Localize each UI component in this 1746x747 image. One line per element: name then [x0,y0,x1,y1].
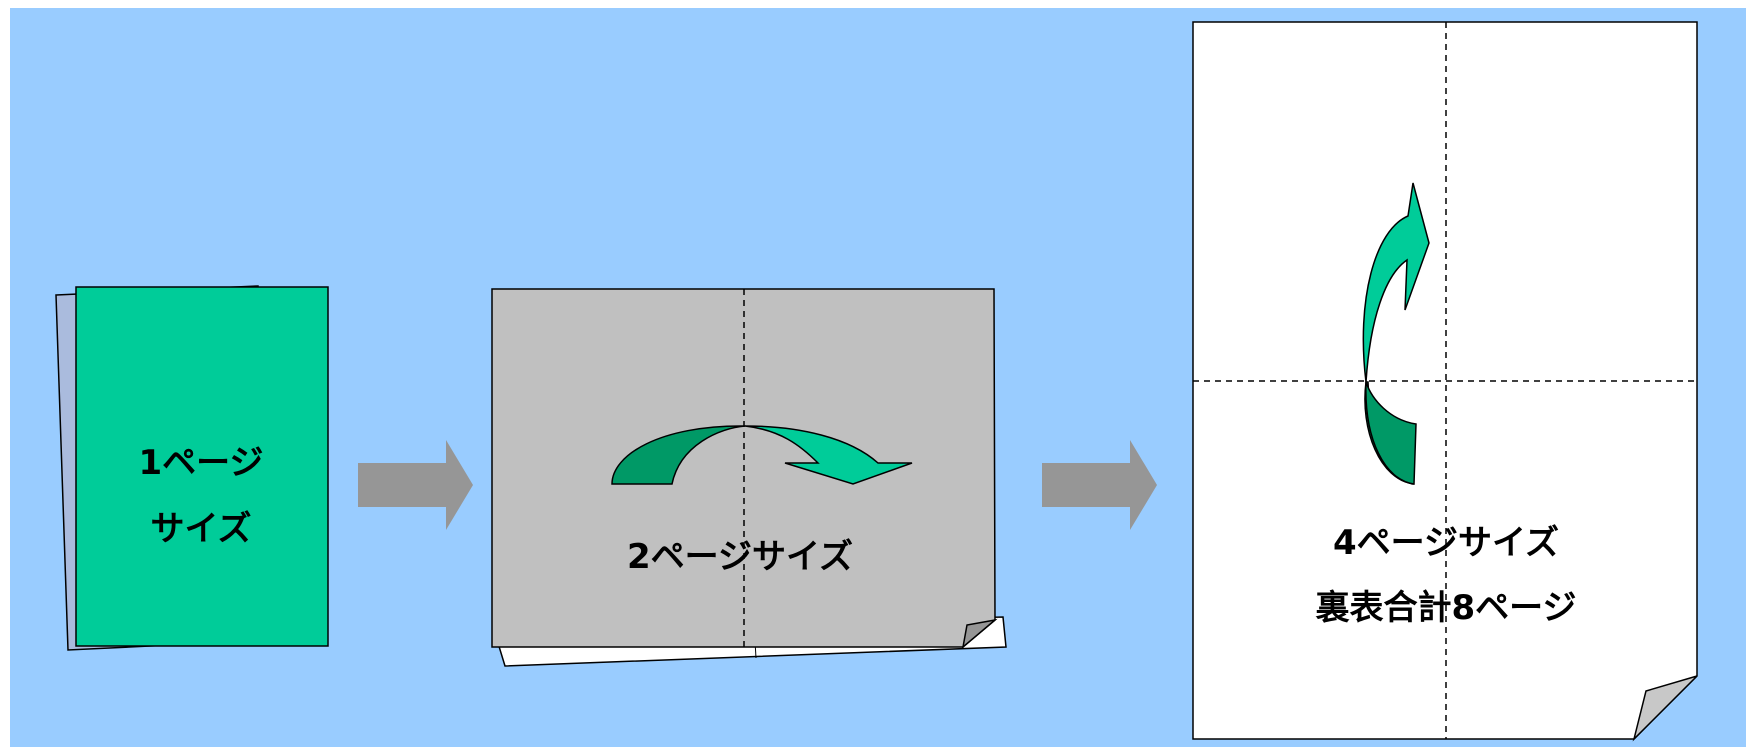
panel3-label-line1: 4ページサイズ [1333,523,1559,563]
curved-fold-arrow-icon [611,425,913,485]
front-page [75,286,329,647]
arrow-bottom-body [1365,381,1417,485]
vertical-fold-arrow-icon [1362,182,1430,485]
white-sheet [1192,21,1698,740]
arrow-right-half [744,425,913,485]
arrow-top-half [1362,182,1430,383]
arrow-left-half [611,425,746,485]
four-page-sheet [1192,21,1698,742]
right-arrow-icon [1042,440,1157,530]
single-page-stack [55,285,329,651]
panel3-label-line2: 裏表合計8ページ [1315,588,1577,628]
panel2-label: 2ページサイズ [627,537,853,577]
page-curl [961,618,998,649]
page-curl [1632,675,1698,742]
right-arrow-icon [358,440,473,530]
two-page-sheet [491,288,1007,667]
panel1-label-line1: 1ページ [138,443,264,483]
panel1-label-line2: サイズ [150,509,252,549]
